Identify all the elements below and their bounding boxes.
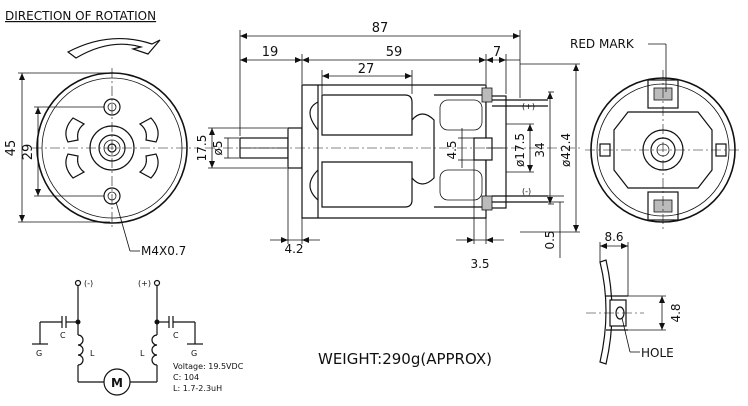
dim-seg-19: 19	[262, 45, 279, 60]
dim-seg-59: 59	[386, 45, 403, 60]
dim-seg-27: 27	[358, 62, 375, 77]
circuit-voltage: Voltage: 19.5VDC	[173, 362, 244, 371]
dim-seg-7: 7	[493, 45, 501, 60]
circuit-l-right: L	[140, 349, 145, 358]
dim-overall-87: 87	[372, 21, 389, 36]
circuit-cap: C: 104	[173, 373, 199, 382]
label-hole: HOLE	[641, 346, 674, 360]
dim-tab-8-6: 8.6	[604, 230, 623, 244]
circuit-c-right: C	[173, 331, 179, 340]
motor-symbol-icon: M	[111, 376, 123, 390]
dim-side-17-5: 17.5	[195, 135, 209, 162]
dim-side-0-5: 0.5	[543, 230, 557, 249]
dim-tab-4-8: 4.8	[669, 303, 683, 322]
dim-side-d5: ø5	[211, 141, 225, 156]
dim-front-29: 29	[21, 144, 36, 161]
side-view	[205, 30, 580, 258]
dim-side-d42-4: ø42.4	[559, 133, 573, 167]
circuit-l-left: L	[90, 349, 95, 358]
dim-side-d17-5: ø17.5	[513, 133, 527, 167]
circuit-ind: L: 1.7-2.3uH	[173, 384, 222, 393]
circuit-neg: (-)	[84, 279, 93, 288]
label-thread: M4X0.7	[141, 244, 186, 258]
dim-front-45: 45	[4, 140, 19, 157]
dim-side-4-5: 4.5	[445, 140, 459, 159]
label-red-mark: RED MARK	[570, 37, 635, 51]
rotation-arrow-icon	[66, 37, 161, 59]
circuit-g-left: G	[36, 349, 42, 358]
circuit-pos: (+)	[138, 279, 151, 288]
rotation-title: DIRECTION OF ROTATION	[5, 9, 156, 23]
label-minus-terminal: (-)	[522, 187, 531, 196]
circuit-g-right: G	[191, 349, 197, 358]
label-plus-terminal: (+)	[522, 102, 535, 111]
dim-side-4-2: 4.2	[284, 242, 303, 256]
weight-label: WEIGHT:290g(APPROX)	[318, 350, 492, 368]
circuit-schematic	[32, 279, 203, 396]
front-view	[18, 68, 198, 252]
dim-side-3-5: 3.5	[470, 257, 489, 271]
rear-view	[585, 43, 742, 230]
circuit-c-left: C	[60, 331, 66, 340]
tab-detail	[586, 242, 666, 365]
dim-side-34: 34	[533, 142, 547, 157]
